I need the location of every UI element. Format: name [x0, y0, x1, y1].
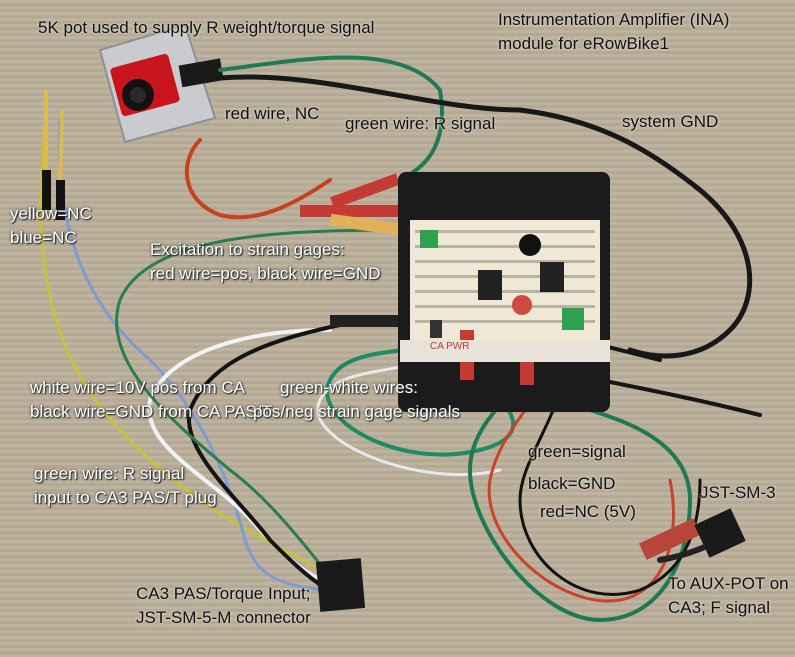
ina-module — [398, 172, 610, 412]
label-green-r-input-line1: green wire: R signal — [34, 464, 185, 483]
label-strain-signals: pos/neg strain gage signals — [253, 402, 460, 421]
label-ca3-line1: CA3 PAS/Torque Input; — [136, 584, 311, 603]
label-ina-line2: module for eRowBike1 — [498, 34, 670, 53]
probe-pins — [42, 90, 65, 220]
label-system-gnd: system GND — [622, 112, 719, 131]
pot-plate — [98, 23, 224, 144]
label-ina-line1: Instrumentation Amplifier (INA) — [498, 10, 730, 29]
jst-sm3-connector — [639, 508, 746, 560]
label-white-wire: white wire=10V pos from CA — [30, 378, 245, 397]
jst-sm5-connector — [315, 558, 366, 612]
label-excitation-line2: red wire=pos, black wire=GND — [150, 264, 381, 283]
label-excitation-line1: Excitation to strain gages: — [150, 240, 345, 259]
label-green-r-input-line2: input to CA3 PAS/T plug — [34, 488, 217, 507]
label-green-signal: green=signal — [528, 442, 626, 461]
board-silkscreen: CA PWR — [430, 341, 470, 352]
label-green-white: green-white wires: — [280, 378, 418, 397]
label-aux-line2: CA3; F signal — [668, 598, 771, 617]
label-green-wire-r: green wire: R signal — [345, 114, 496, 133]
red-connectors — [300, 173, 421, 327]
label-yellow-nc: yellow=NC — [10, 204, 92, 223]
label-ca3-line2: JST-SM-5-M connector — [136, 608, 311, 627]
label-aux-line1: To AUX-POT on — [668, 574, 789, 593]
label-red-wire-nc: red wire, NC — [225, 104, 320, 123]
label-jst-sm3: JST-SM-3 — [700, 483, 776, 502]
label-black-gnd: black=GND — [528, 474, 616, 493]
label-black-wire: black wire=GND from CA PAS/T — [30, 402, 272, 421]
label-blue-nc: blue=NC — [10, 228, 77, 247]
label-pot: 5K pot used to supply R weight/torque si… — [38, 18, 375, 37]
label-red-nc-5v: red=NC (5V) — [540, 502, 636, 521]
